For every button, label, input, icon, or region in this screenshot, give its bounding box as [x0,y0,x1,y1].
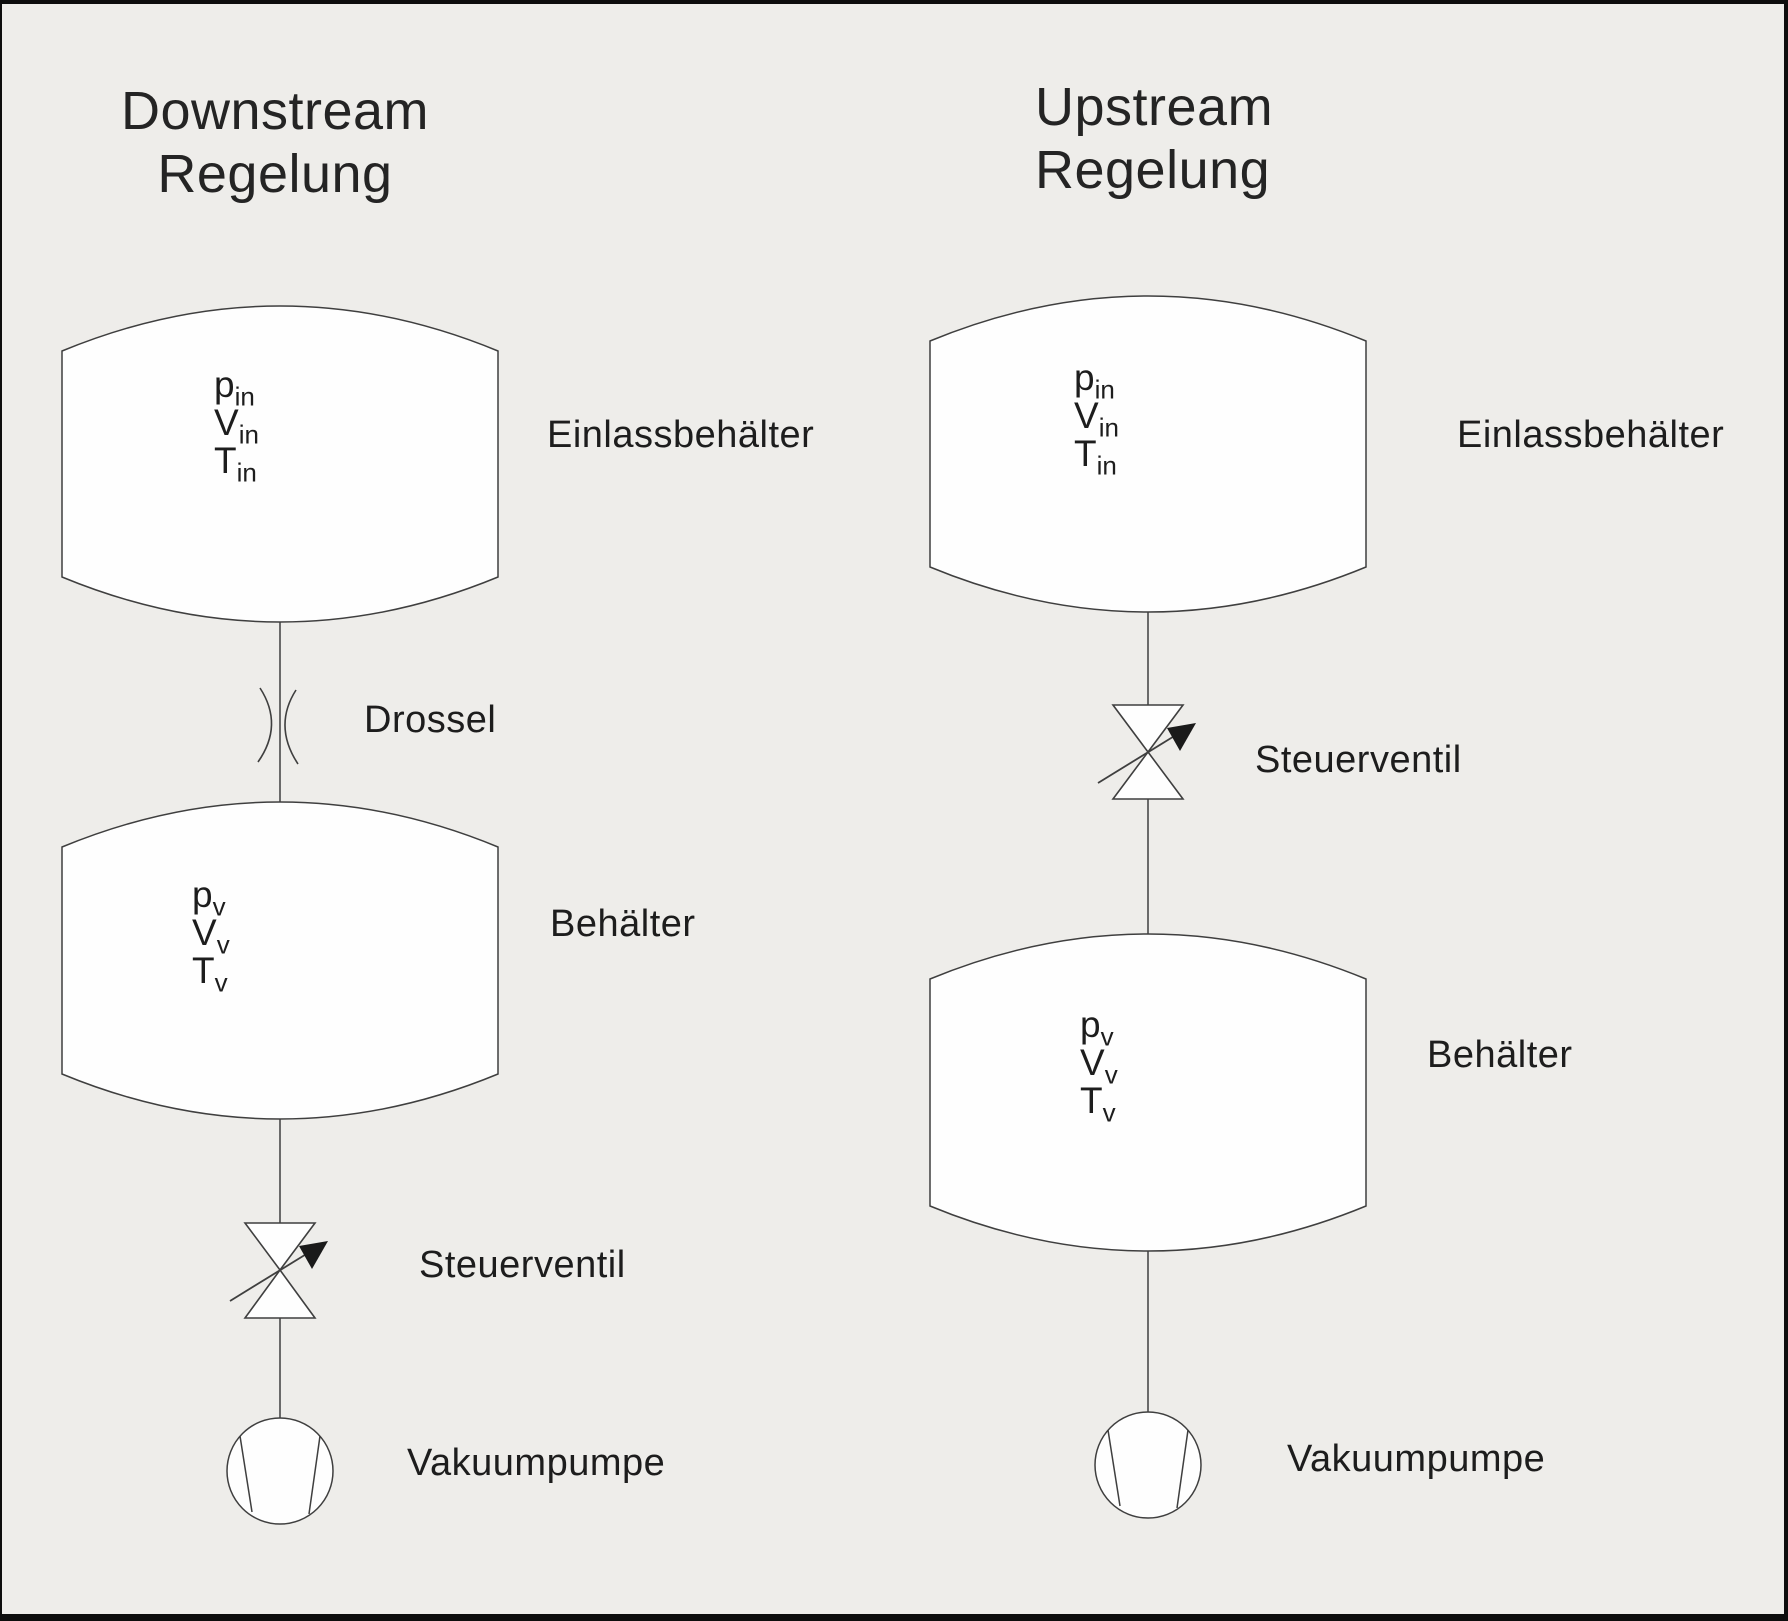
right-vessel-label: Behälter [1427,1034,1573,1076]
right-pump-vane-left [1107,1429,1121,1507]
var-V-v: Vv [192,912,230,960]
right-vessel-tank-shape [929,933,1367,1252]
right-title-line1: Upstream [1035,77,1274,137]
left-vessel-tank-shape [61,801,499,1120]
left-pump-symbol [226,1417,334,1525]
left-pump-circle [226,1417,334,1525]
var-T-v: Tv [1080,1080,1116,1128]
right-control-valve-symbol [1097,704,1196,800]
right-valve-arrow-shaft [1097,734,1177,784]
var-T-in: Tin [214,440,257,488]
left-title-line2: Regelung [157,144,393,205]
var-p-v: pv [1080,1004,1114,1052]
right-valve-bottom-triangle [1111,750,1185,800]
left-vessel-tank-vars: pv Vv Tv [192,874,230,998]
right-title-line2: Regelung [1035,140,1271,201]
throttle-symbol [257,687,299,765]
right-vessel-tank-vars: pv Vv Tv [1080,1004,1118,1128]
right-pump-vane-right [1176,1429,1189,1509]
left-inlet-tank-label: Einlassbehälter [547,414,815,456]
right-pump-circle [1094,1411,1202,1519]
diagram-linework [61,295,1367,1525]
right-inlet-tank-label: Einlassbehälter [1457,414,1725,456]
var-p-in: pin [1074,357,1115,405]
var-p-in: pin [214,364,255,412]
right-valve-label: Steuerventil [1255,739,1462,781]
left-valve-arrowhead-icon [299,1241,328,1269]
right-inlet-tank-vars: pin Vin Tin [1074,357,1119,481]
left-pump-label: Vakuumpumpe [407,1442,666,1484]
var-V-in: Vin [1074,395,1119,443]
var-V-v: Vv [1080,1042,1118,1090]
throttle-left-curve-icon [257,687,273,763]
right-pump-label: Vakuumpumpe [1287,1438,1546,1480]
throttle-right-curve-icon [284,689,299,765]
left-inlet-tank-vars: pin Vin Tin [214,364,259,488]
var-T-v: Tv [192,950,228,998]
right-pump-symbol [1094,1411,1202,1519]
left-control-valve-symbol [229,1222,328,1319]
right-inlet-tank-shape [929,295,1367,613]
left-valve-bottom-triangle [243,1268,317,1319]
left-title-line1: Downstream [120,81,430,141]
right-valve-top-triangle [1111,704,1185,754]
var-p-v: pv [192,874,226,922]
right-valve-arrowhead-icon [1167,723,1196,751]
left-inlet-tank-shape [61,305,499,623]
var-V-in: Vin [214,402,259,450]
left-pump-vane-right [308,1435,321,1515]
left-valve-top-triangle [243,1222,317,1272]
var-T-in: Tin [1074,433,1117,481]
left-valve-label: Steuerventil [419,1244,626,1286]
left-column-title: Downstream Regelung [92,80,458,206]
left-pump-vane-left [239,1435,253,1513]
left-vessel-label: Behälter [550,903,696,945]
left-valve-arrow-shaft [229,1252,309,1302]
throttle-label: Drossel [364,699,497,741]
right-column-title: Upstream Regelung [1035,76,1273,202]
